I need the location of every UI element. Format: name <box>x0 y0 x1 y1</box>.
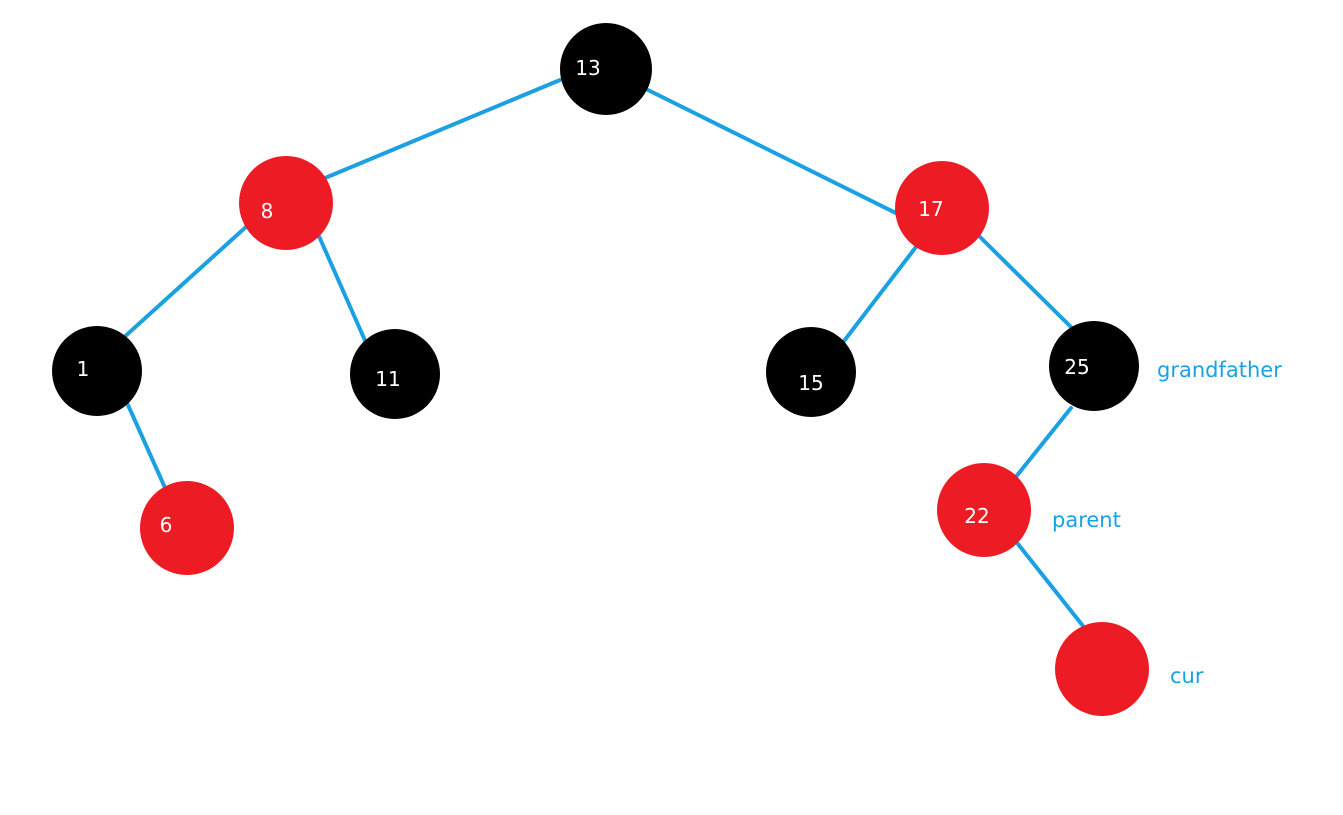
node-circle-n6 <box>140 481 234 575</box>
tree-node-n25: 25 <box>1049 321 1139 411</box>
node-circle-n17 <box>895 161 989 255</box>
annotation-cur: cur <box>1170 664 1204 688</box>
edge-n1-n6 <box>126 403 168 492</box>
edge-n17-n15 <box>842 241 921 343</box>
tree-node-n11: 11 <box>350 329 440 419</box>
annotation-parent: parent <box>1052 508 1121 532</box>
node-label-n22: 22 <box>964 504 989 528</box>
node-label-n17: 17 <box>918 197 943 221</box>
node-circle-n11 <box>350 329 440 419</box>
node-label-n8: 8 <box>261 199 274 223</box>
node-label-n11: 11 <box>375 367 400 391</box>
tree-node-n13: 13 <box>560 23 652 115</box>
edge-n25-n22 <box>1013 406 1073 480</box>
node-label-n25: 25 <box>1064 355 1089 379</box>
edge-n22-ncur <box>1016 542 1085 628</box>
node-circle-n8 <box>239 156 333 250</box>
node-label-n6: 6 <box>160 513 173 537</box>
edges-layer <box>119 78 1085 628</box>
annotation-grandfather: grandfather <box>1157 358 1282 382</box>
tree-node-n15: 15 <box>766 327 856 417</box>
edge-n8-n1 <box>119 224 249 342</box>
tree-node-n8: 8 <box>239 156 333 250</box>
edge-n13-n17 <box>646 88 914 223</box>
node-circle-n1 <box>52 326 142 416</box>
node-circle-n25 <box>1049 321 1139 411</box>
edge-n17-n25 <box>973 230 1078 334</box>
tree-node-ncur <box>1055 622 1149 716</box>
node-circle-n13 <box>560 23 652 115</box>
tree-node-n22: 22 <box>937 463 1031 557</box>
tree-node-n1: 1 <box>52 326 142 416</box>
node-circle-n15 <box>766 327 856 417</box>
node-circle-ncur <box>1055 622 1149 716</box>
annotations-layer: grandfather parent cur <box>1052 358 1282 688</box>
edge-n8-n11 <box>316 232 369 347</box>
node-label-n1: 1 <box>77 357 90 381</box>
tree-node-n6: 6 <box>140 481 234 575</box>
node-label-n13: 13 <box>575 56 600 80</box>
edge-n13-n8 <box>323 78 562 180</box>
tree-node-n17: 17 <box>895 161 989 255</box>
node-label-n15: 15 <box>798 371 823 395</box>
node-circle-n22 <box>937 463 1031 557</box>
